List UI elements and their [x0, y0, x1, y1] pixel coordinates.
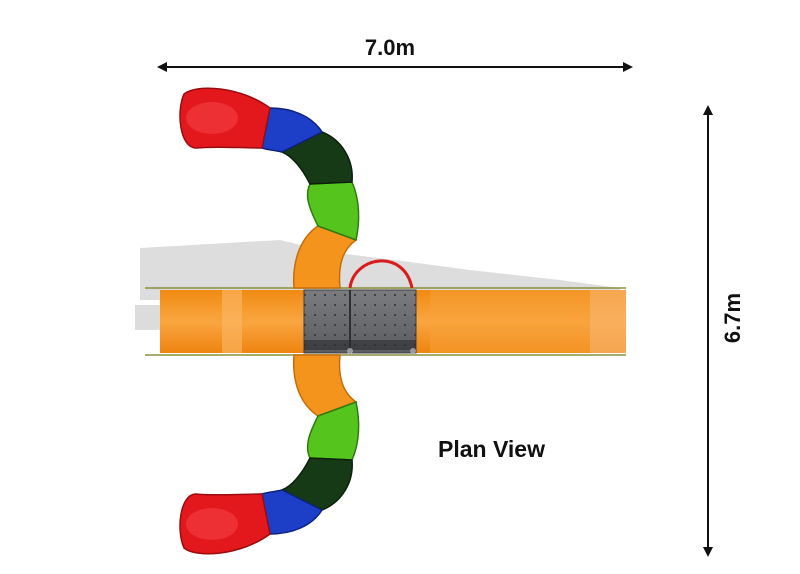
- handle-arch: [348, 259, 414, 289]
- ground-shadow-lower: [135, 305, 160, 330]
- ground-shadow: [140, 240, 620, 300]
- straight-slide: [145, 287, 626, 356]
- tube-slide-lower: [179, 354, 360, 555]
- view-label: Plan View: [438, 436, 545, 462]
- depth-dimension-label: 6.7m: [720, 293, 745, 343]
- width-dimension-label: 7.0m: [365, 35, 415, 60]
- tube-slide-upper: [179, 87, 360, 289]
- platform-deck: [303, 289, 417, 354]
